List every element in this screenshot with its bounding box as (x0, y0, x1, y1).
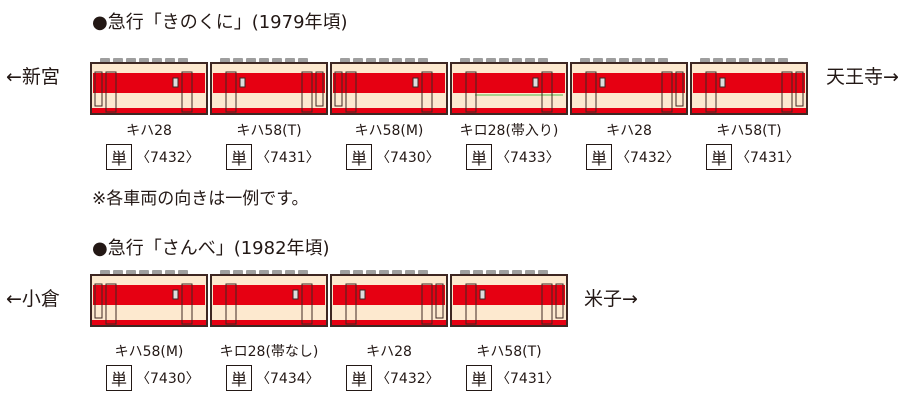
single-item-badge: 単 (226, 365, 252, 391)
section-title-sanbe: ●急行「さんべ」(1982年頃) (92, 238, 330, 259)
product-code: 〈7431〉 (256, 150, 320, 166)
train-car (90, 268, 208, 328)
right-end-label: 天王寺→ (826, 66, 899, 88)
right-end-label: 米子→ (584, 288, 638, 310)
product-badge: 単〈7430〉 (106, 365, 200, 391)
train-car (690, 56, 808, 116)
product-code: 〈7431〉 (496, 371, 560, 387)
product-code: 〈7432〉 (376, 371, 440, 387)
train-car (450, 268, 568, 328)
car-name: キハ28 (126, 123, 172, 139)
product-code: 〈7430〉 (136, 371, 200, 387)
product-badge: 単〈7432〉 (586, 144, 680, 170)
train-car (210, 268, 328, 328)
single-item-badge: 単 (346, 365, 372, 391)
product-code: 〈7430〉 (376, 150, 440, 166)
product-badge: 単〈7431〉 (706, 144, 800, 170)
car-name: キハ28 (606, 123, 652, 139)
single-item-badge: 単 (226, 144, 252, 170)
single-item-badge: 単 (706, 144, 732, 170)
single-item-badge: 単 (346, 144, 372, 170)
train-car (210, 56, 328, 116)
car-name: キハ58(T) (476, 344, 542, 360)
product-badge: 単〈7431〉 (466, 365, 560, 391)
product-code: 〈7433〉 (496, 150, 560, 166)
orientation-note: ※各車両の向きは一例です。 (92, 189, 309, 209)
car-name: キハ58(T) (716, 123, 782, 139)
car-name: キハ28 (366, 344, 412, 360)
car-name: キロ28(帯入り) (459, 123, 559, 139)
left-end-label: ←小倉 (6, 288, 60, 310)
product-code: 〈7432〉 (136, 150, 200, 166)
car-name: キハ58(M) (114, 344, 184, 360)
single-item-badge: 単 (106, 365, 132, 391)
car-name: キハ58(M) (354, 123, 424, 139)
product-code: 〈7434〉 (256, 371, 320, 387)
train-car (570, 56, 688, 116)
product-code: 〈7432〉 (616, 150, 680, 166)
product-code: 〈7431〉 (736, 150, 800, 166)
car-name: キロ28(帯なし) (219, 344, 319, 360)
product-badge: 単〈7432〉 (106, 144, 200, 170)
car-name: キハ58(T) (236, 123, 302, 139)
single-item-badge: 単 (466, 365, 492, 391)
product-badge: 単〈7430〉 (346, 144, 440, 170)
product-badge: 単〈7433〉 (466, 144, 560, 170)
left-end-label: ←新宮 (6, 66, 60, 88)
product-badge: 単〈7432〉 (346, 365, 440, 391)
train-car (450, 56, 568, 116)
train-car (330, 56, 448, 116)
single-item-badge: 単 (586, 144, 612, 170)
train-car (90, 56, 208, 116)
product-badge: 単〈7434〉 (226, 365, 320, 391)
single-item-badge: 単 (466, 144, 492, 170)
train-car (330, 268, 448, 328)
single-item-badge: 単 (106, 144, 132, 170)
section-title-kinokuni: ●急行「きのくに」(1979年頃) (92, 12, 348, 33)
product-badge: 単〈7431〉 (226, 144, 320, 170)
